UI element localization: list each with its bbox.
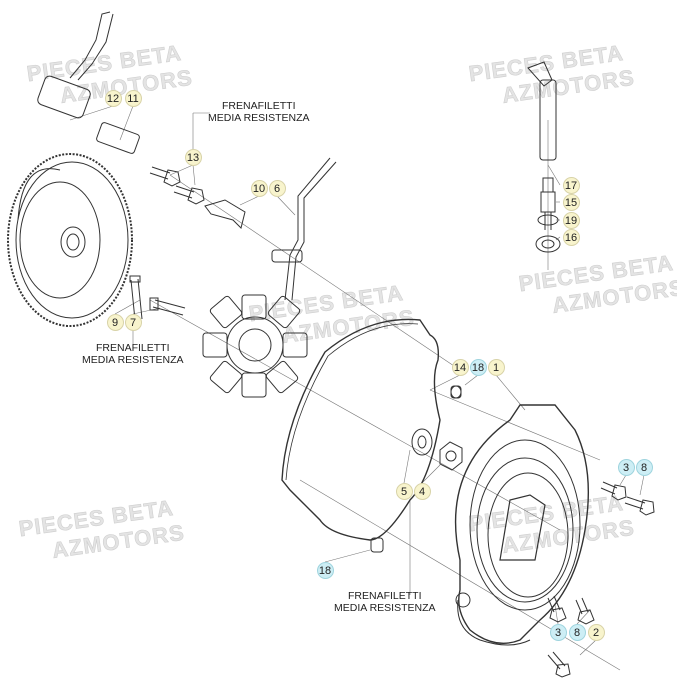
part-callout: 15	[562, 193, 580, 211]
part-callout: 19	[562, 211, 580, 229]
part-callout: 13	[184, 148, 202, 166]
spark-plug	[527, 61, 561, 253]
part-callout: 3	[617, 458, 635, 476]
part-callout: 10	[250, 179, 268, 197]
part-callout: 14	[451, 358, 469, 376]
part-callout: 18	[316, 561, 334, 579]
gasket	[281, 318, 441, 541]
part-callout: 16	[562, 228, 580, 246]
part-callout: 2	[587, 623, 605, 641]
part-callout: 12	[104, 89, 122, 107]
part-callout: 8	[635, 458, 653, 476]
beta-logo	[499, 494, 546, 561]
part-callout: 7	[124, 313, 142, 331]
flywheel	[7, 153, 133, 327]
part-callout: 18	[469, 358, 487, 376]
pickup-sensor	[37, 11, 140, 154]
part-callout: 3	[549, 623, 567, 641]
part-callout: 4	[413, 482, 431, 500]
stator	[202, 157, 337, 398]
part-callout: 8	[568, 623, 586, 641]
part-callout: 17	[562, 176, 580, 194]
part-callout: 1	[487, 358, 505, 376]
ignition-cover	[454, 404, 590, 646]
part-callout: 11	[124, 89, 142, 107]
part-callout: 9	[106, 313, 124, 331]
part-callout: 5	[395, 482, 413, 500]
part-callout: 6	[268, 179, 286, 197]
